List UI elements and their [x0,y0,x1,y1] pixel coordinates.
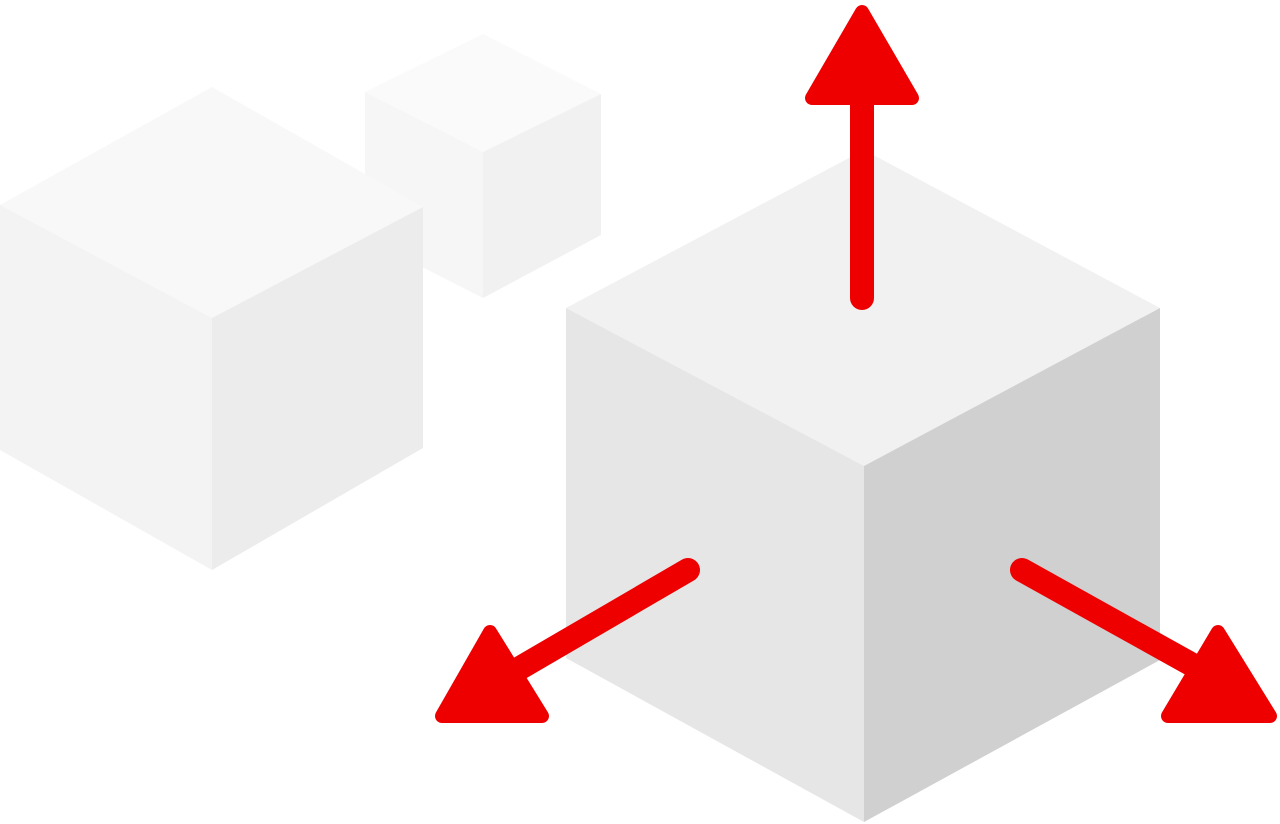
medium-cube-right-face [212,207,423,570]
medium-cube-left-face [0,205,212,570]
arrow-down-left-shaft [508,558,700,680]
small-cube-right-face [483,94,601,298]
large-cube-left-face [566,308,864,822]
arrow-up [805,5,919,310]
arrow-down-left [435,558,700,723]
arrow-up-head [805,5,919,105]
arrow-down-right-head [1161,625,1277,723]
small-cube-top-face [365,34,601,152]
medium-cube [0,87,423,570]
arrow-down-right [1010,558,1277,723]
arrow-down-right-shaft [1010,558,1210,680]
arrow-down-left-head [435,625,549,723]
medium-cube-top-face [0,87,423,318]
